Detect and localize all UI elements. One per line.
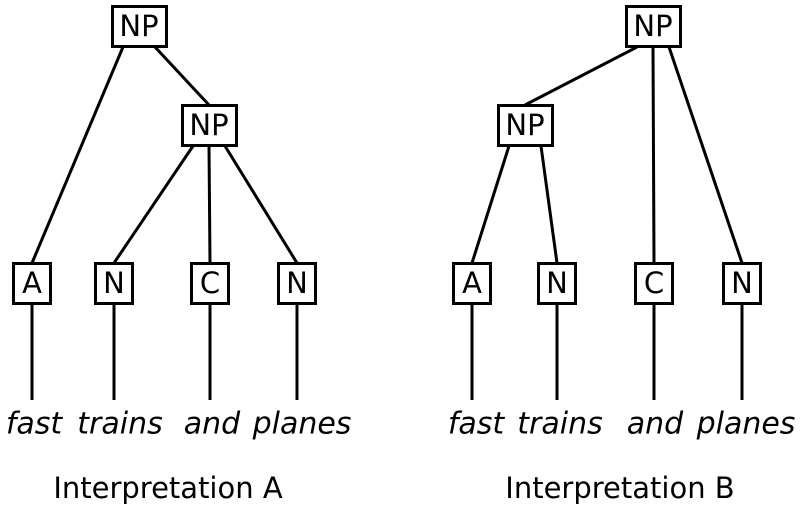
- edge-np-inner-n1: [112, 145, 195, 264]
- tree-b-word-planes: planes: [696, 406, 796, 442]
- tree-a-node-c: C: [190, 262, 230, 305]
- tree-b-node-np-inner: NP: [496, 104, 554, 147]
- edge-np-inner-n1: [539, 145, 559, 264]
- tree-a-word-fast: fast: [5, 406, 63, 442]
- tree-a-node-n2: N: [277, 262, 317, 305]
- tree-b-node-np-root: NP: [624, 5, 682, 48]
- edge-np-root-c: [651, 46, 656, 264]
- tree-a-word-trains: trains: [77, 406, 163, 442]
- tree-b-node-n1: N: [537, 262, 577, 305]
- edge-np-inner-a: [470, 145, 511, 264]
- tree-b-word-and: and: [626, 406, 684, 442]
- tree-b-caption: Interpretation B: [505, 471, 735, 505]
- tree-a-word-planes: planes: [252, 406, 352, 442]
- tree-b-node-a: A: [452, 262, 492, 305]
- tree-a-node-np-inner: NP: [180, 104, 238, 147]
- tree-a-node-n1: N: [94, 262, 134, 305]
- edge-np-root-np-inner: [524, 45, 638, 107]
- edge-np-root-a: [30, 46, 125, 264]
- edge-np-inner-n2: [223, 145, 299, 264]
- tree-b-node-c: C: [634, 262, 674, 305]
- tree-a-word-and: and: [183, 406, 241, 442]
- edge-np-root-n2: [667, 46, 744, 264]
- tree-a-node-a: A: [12, 262, 52, 305]
- tree-b-node-n2: N: [722, 262, 762, 305]
- tree-a-node-np-root: NP: [110, 5, 168, 48]
- tree-b-word-fast: fast: [447, 406, 505, 442]
- tree-a-caption: Interpretation A: [53, 471, 283, 505]
- edge-np-inner-c: [207, 145, 212, 264]
- tree-b-word-trains: trains: [517, 406, 603, 442]
- edge-np-root-np-inner: [153, 45, 211, 107]
